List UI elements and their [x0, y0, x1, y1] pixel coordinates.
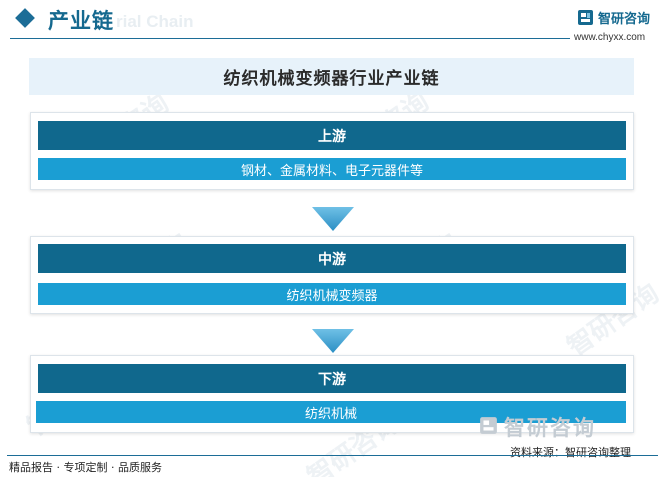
- title-band: 纺织机械变频器行业产业链: [29, 58, 634, 95]
- brand-name: 智研咨询: [598, 12, 651, 27]
- footer-logo-icon: [480, 417, 497, 434]
- footer-divider: [7, 455, 658, 456]
- diamond-icon: [15, 8, 35, 28]
- header-title: 产业链: [48, 9, 114, 33]
- brand-logo-icon: [578, 10, 593, 25]
- stage-title-midstream: 中游: [38, 244, 626, 273]
- header-watermark: rial Chain: [116, 12, 194, 31]
- footer-brand: 智研咨询: [504, 416, 596, 440]
- header-divider: [10, 38, 570, 39]
- brand-url: www.chyxx.com: [574, 32, 646, 43]
- footer-tagline: 精品报告 · 专项定制 · 品质服务: [9, 461, 162, 474]
- chain-title: 纺织机械变频器行业产业链: [223, 69, 440, 89]
- stage-items-midstream: 纺织机械变频器: [38, 283, 626, 305]
- arrow-down-icon: [312, 329, 354, 353]
- stage-title-downstream: 下游: [38, 364, 626, 393]
- stage-items-upstream: 钢材、金属材料、电子元器件等: [38, 158, 626, 180]
- stage-title-upstream: 上游: [38, 121, 626, 150]
- page-header: rial Chain 产业链 智研咨询 www.chyxx.com: [0, 0, 663, 43]
- source-note: 资料来源：智研咨询整理: [510, 446, 631, 459]
- stage-items-downstream: 纺织机械: [36, 401, 626, 423]
- arrow-down-icon: [312, 207, 354, 231]
